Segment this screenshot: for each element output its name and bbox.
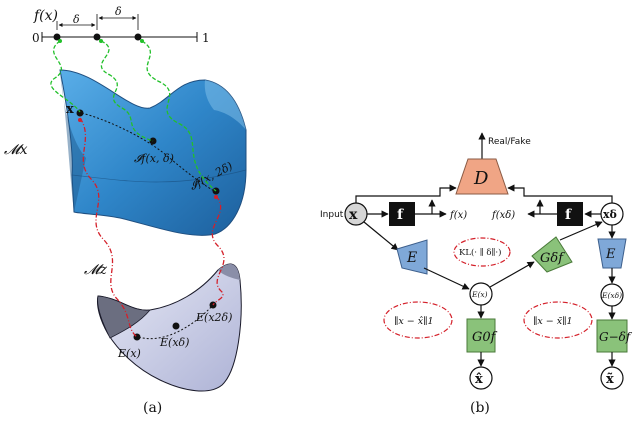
f-block-left: [389, 202, 415, 226]
encoder-left: [396, 239, 428, 275]
point-x: [76, 109, 84, 117]
manifold-x-surface: [59, 69, 247, 236]
exd-node-label: E(xδ): [601, 291, 622, 300]
manifold-z-surface: [97, 263, 242, 392]
manifold-x-label: 𝓜x: [4, 142, 28, 158]
panel-b: Real/Fake D Input x f f(x) xδ f f(xδ) E: [320, 132, 633, 416]
input-label: Input: [320, 210, 344, 220]
l1-left-loop: [383, 301, 453, 339]
output-tilde-node: [600, 366, 624, 390]
l1-right-label: ∥x − x̃∥1: [533, 316, 573, 327]
generator-mid: [466, 318, 496, 353]
panel-a: f(x) δ δ 0 1: [4, 5, 247, 416]
output-hat-label: x̂: [475, 372, 483, 387]
ex-node-label: E(x): [471, 290, 488, 299]
f-block-right: [557, 202, 583, 226]
node-xd-label: xδ: [603, 208, 617, 221]
generator-top: [531, 236, 573, 273]
enc-xd-label: E(xδ): [159, 336, 189, 349]
real-fake-label: Real/Fake: [488, 137, 531, 147]
axis-point-1: [93, 33, 101, 41]
axis-start: 0: [32, 31, 40, 45]
kl-loss-loop: [453, 237, 511, 267]
fx-right-label: f(xδ): [491, 210, 515, 221]
output-hat-node: [469, 366, 493, 390]
enc-x2d-label: E(x2δ): [195, 311, 232, 324]
green-paths: [50, 40, 217, 192]
delta-dimensions: δ δ: [56, 5, 139, 30]
interp-1-label: 𝓘f(x, δ): [134, 152, 174, 165]
node-x-label: x: [349, 207, 358, 223]
generator-right: [596, 319, 628, 353]
generator-mid-label: G0f: [472, 330, 498, 345]
axis-point-0: [53, 33, 61, 41]
discriminator-block: [455, 158, 509, 195]
l1-right-loop: [523, 301, 593, 339]
f-block-right-label: f: [565, 207, 572, 223]
f-block-left-label: f: [397, 207, 404, 223]
delta-1: δ: [73, 13, 80, 26]
manifold-z-label: 𝓜z: [84, 262, 108, 278]
l1-left-label: ∥x − x̂∥1: [394, 316, 434, 327]
caption-a: (a): [143, 400, 162, 416]
enc-x-label: E(x): [117, 347, 141, 360]
encoder-right: [597, 238, 627, 269]
kl-label: KL(· ∥ δ∥·): [459, 247, 501, 258]
fx-label: f(x): [33, 8, 58, 24]
encoder-right-label: E: [605, 247, 616, 262]
output-tilde-label: x̃: [606, 372, 614, 387]
red-paths: [79, 117, 225, 338]
point-exd: [172, 322, 180, 330]
disc-label: D: [473, 168, 489, 189]
point-x-label: x: [66, 102, 74, 117]
generator-top-label: Gδf: [540, 251, 565, 266]
fx-left-label: f(x): [449, 210, 467, 221]
unit-axis: 0 1: [32, 31, 210, 45]
delta-2: δ: [115, 5, 122, 18]
caption-b: (b): [470, 400, 490, 416]
generator-right-label: G−δf: [599, 330, 633, 344]
axis-end: 1: [202, 31, 210, 45]
axis-point-2: [134, 33, 142, 41]
encoder-left-label: E: [406, 250, 417, 266]
